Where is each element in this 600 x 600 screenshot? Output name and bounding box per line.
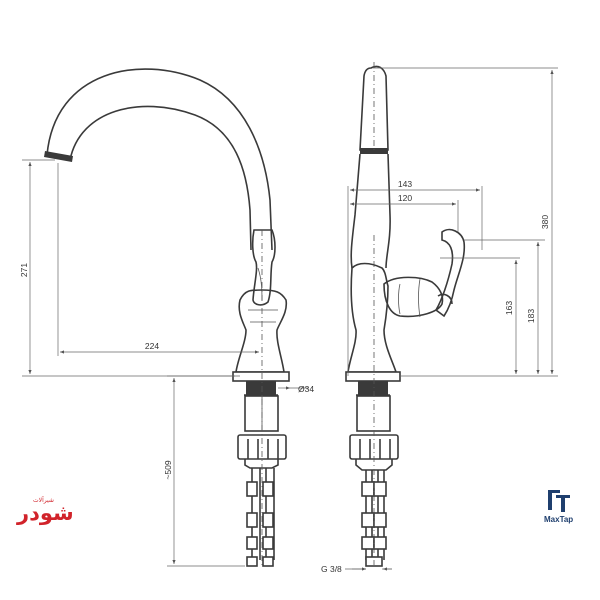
dim-163: 163 (504, 301, 514, 315)
front-view: 271 224 Ø34 ~509 (19, 68, 314, 567)
dim-183: 183 (526, 309, 536, 323)
dim-380: 380 (540, 215, 550, 229)
side-body (347, 262, 398, 373)
side-neck (350, 153, 361, 269)
dim-120: 120 (398, 193, 412, 203)
side-base (345, 371, 401, 382)
shower-logo: شودر شیرآلات (16, 495, 74, 525)
dim-271: 271 (19, 263, 29, 277)
front-base (232, 371, 290, 382)
dim-g38: G 3/8 (321, 564, 342, 574)
shower-logo-subtext: شیرآلات (33, 495, 54, 504)
dim-509: ~509 (163, 460, 173, 479)
side-view: 143 120 380 183 163 G 3/8 (321, 62, 558, 574)
spout-inner (69, 105, 252, 251)
shower-logo-text: شودر (16, 501, 74, 525)
side-lever (434, 228, 466, 318)
spout-outer (46, 68, 273, 251)
front-shank (246, 381, 276, 395)
dim-diameter-34: Ø34 (298, 384, 314, 394)
maxtap-icon (548, 490, 570, 512)
front-handle (251, 229, 276, 306)
front-hoses (246, 468, 275, 567)
side-aerator (360, 148, 388, 154)
front-body (235, 289, 288, 373)
aerator (44, 151, 73, 162)
dim-224: 224 (145, 341, 159, 351)
maxtap-logo: MaxTap (544, 490, 573, 524)
side-cartridge (383, 276, 444, 318)
dim-143: 143 (398, 179, 412, 189)
side-shank (358, 381, 388, 395)
maxtap-logo-text: MaxTap (544, 515, 573, 524)
